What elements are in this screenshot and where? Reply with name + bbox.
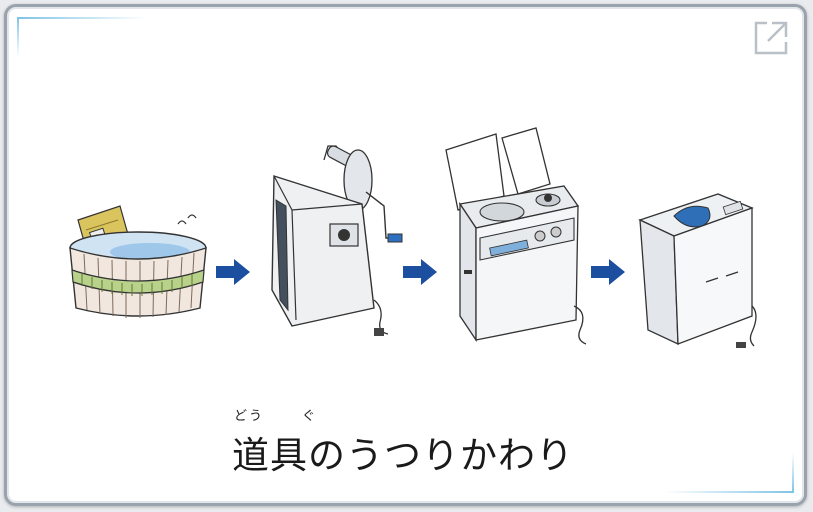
wringer-washing-machine-illustration bbox=[271, 145, 403, 336]
furigana-dou: どう bbox=[234, 409, 265, 424]
furigana-gu: ぐ bbox=[302, 409, 318, 424]
corner-accent-bottom-right bbox=[664, 491, 794, 493]
right-arrow-icon bbox=[403, 259, 437, 285]
corner-accent-top-left-vertical bbox=[17, 17, 19, 57]
washtub-washboard-illustration bbox=[69, 205, 207, 318]
automatic-washing-machine-illustration bbox=[638, 193, 757, 348]
corner-accent-bottom-right-vertical bbox=[792, 453, 794, 493]
right-arrow-icon bbox=[216, 259, 250, 285]
title-block: どう ぐ 道具のうつりかわり bbox=[232, 405, 592, 485]
page-title: 道具のうつりかわり bbox=[232, 434, 574, 477]
external-link-icon[interactable] bbox=[751, 18, 791, 58]
right-arrow-icon bbox=[591, 259, 625, 285]
corner-accent-top-left bbox=[17, 17, 147, 19]
twin-tub-washing-machine-illustration bbox=[445, 127, 587, 345]
